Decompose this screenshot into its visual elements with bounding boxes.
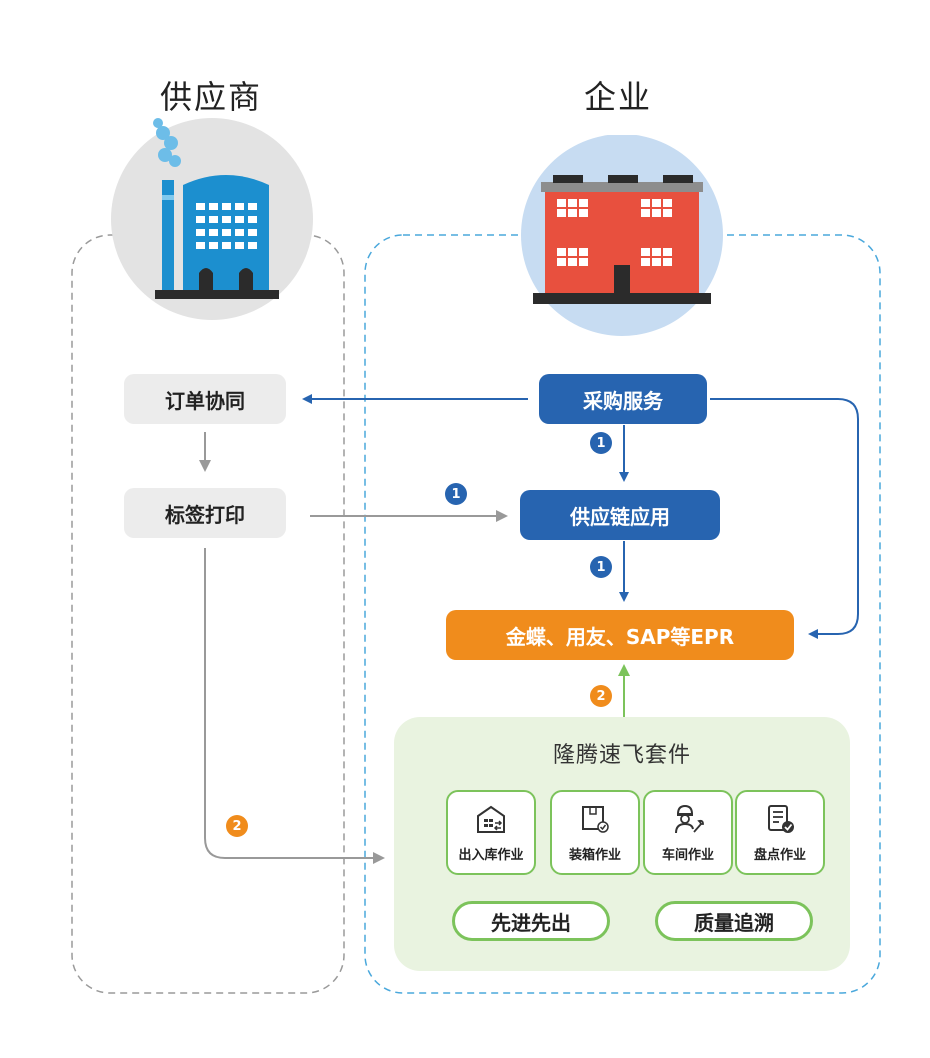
- procurement-service-box: 采购服务: [539, 374, 707, 424]
- checklist-icon: [768, 805, 794, 833]
- suite-title: 隆腾速飞套件: [552, 743, 691, 768]
- feature-fifo: 先进先出: [452, 901, 610, 941]
- module-card-workshop: 车间作业: [643, 790, 733, 875]
- package-check-icon: [582, 806, 609, 833]
- module-label: 装箱作业: [568, 848, 621, 863]
- warehouse-icon: [477, 805, 505, 833]
- step-badge-2: 2: [590, 685, 612, 707]
- supply-chain-app-box: 供应链应用: [520, 490, 720, 540]
- supplier-factory-icon: [111, 118, 313, 320]
- worker-wrench-icon: [675, 804, 704, 834]
- step-badge-1: 1: [590, 432, 612, 454]
- arrow-label-to-suite: [204, 548, 385, 864]
- feature-quality-trace: 质量追溯: [655, 901, 813, 941]
- erp-box: 金蝶、用友、SAP等EPR: [446, 610, 794, 660]
- module-card-packing: 装箱作业: [550, 790, 640, 875]
- module-card-inout: 出入库作业: [446, 790, 536, 875]
- step-badge-1: 1: [590, 556, 612, 578]
- module-label: 出入库作业: [458, 848, 524, 863]
- order-sync-box: 订单协同: [124, 374, 286, 424]
- suite-panel: 隆腾速飞套件 出入库作业 装箱作业 车间作业: [394, 717, 850, 971]
- step-badge-2: 2: [226, 815, 248, 837]
- arrow-procurement-to-erp: [710, 398, 859, 639]
- module-label: 车间作业: [661, 848, 714, 863]
- module-card-inventory: 盘点作业: [735, 790, 825, 875]
- label-print-box: 标签打印: [124, 488, 286, 538]
- enterprise-building-icon: [521, 135, 723, 336]
- enterprise-title: 企业: [584, 78, 653, 116]
- supplier-title: 供应商: [160, 78, 263, 116]
- module-label: 盘点作业: [753, 848, 806, 863]
- step-badge-1: 1: [445, 483, 467, 505]
